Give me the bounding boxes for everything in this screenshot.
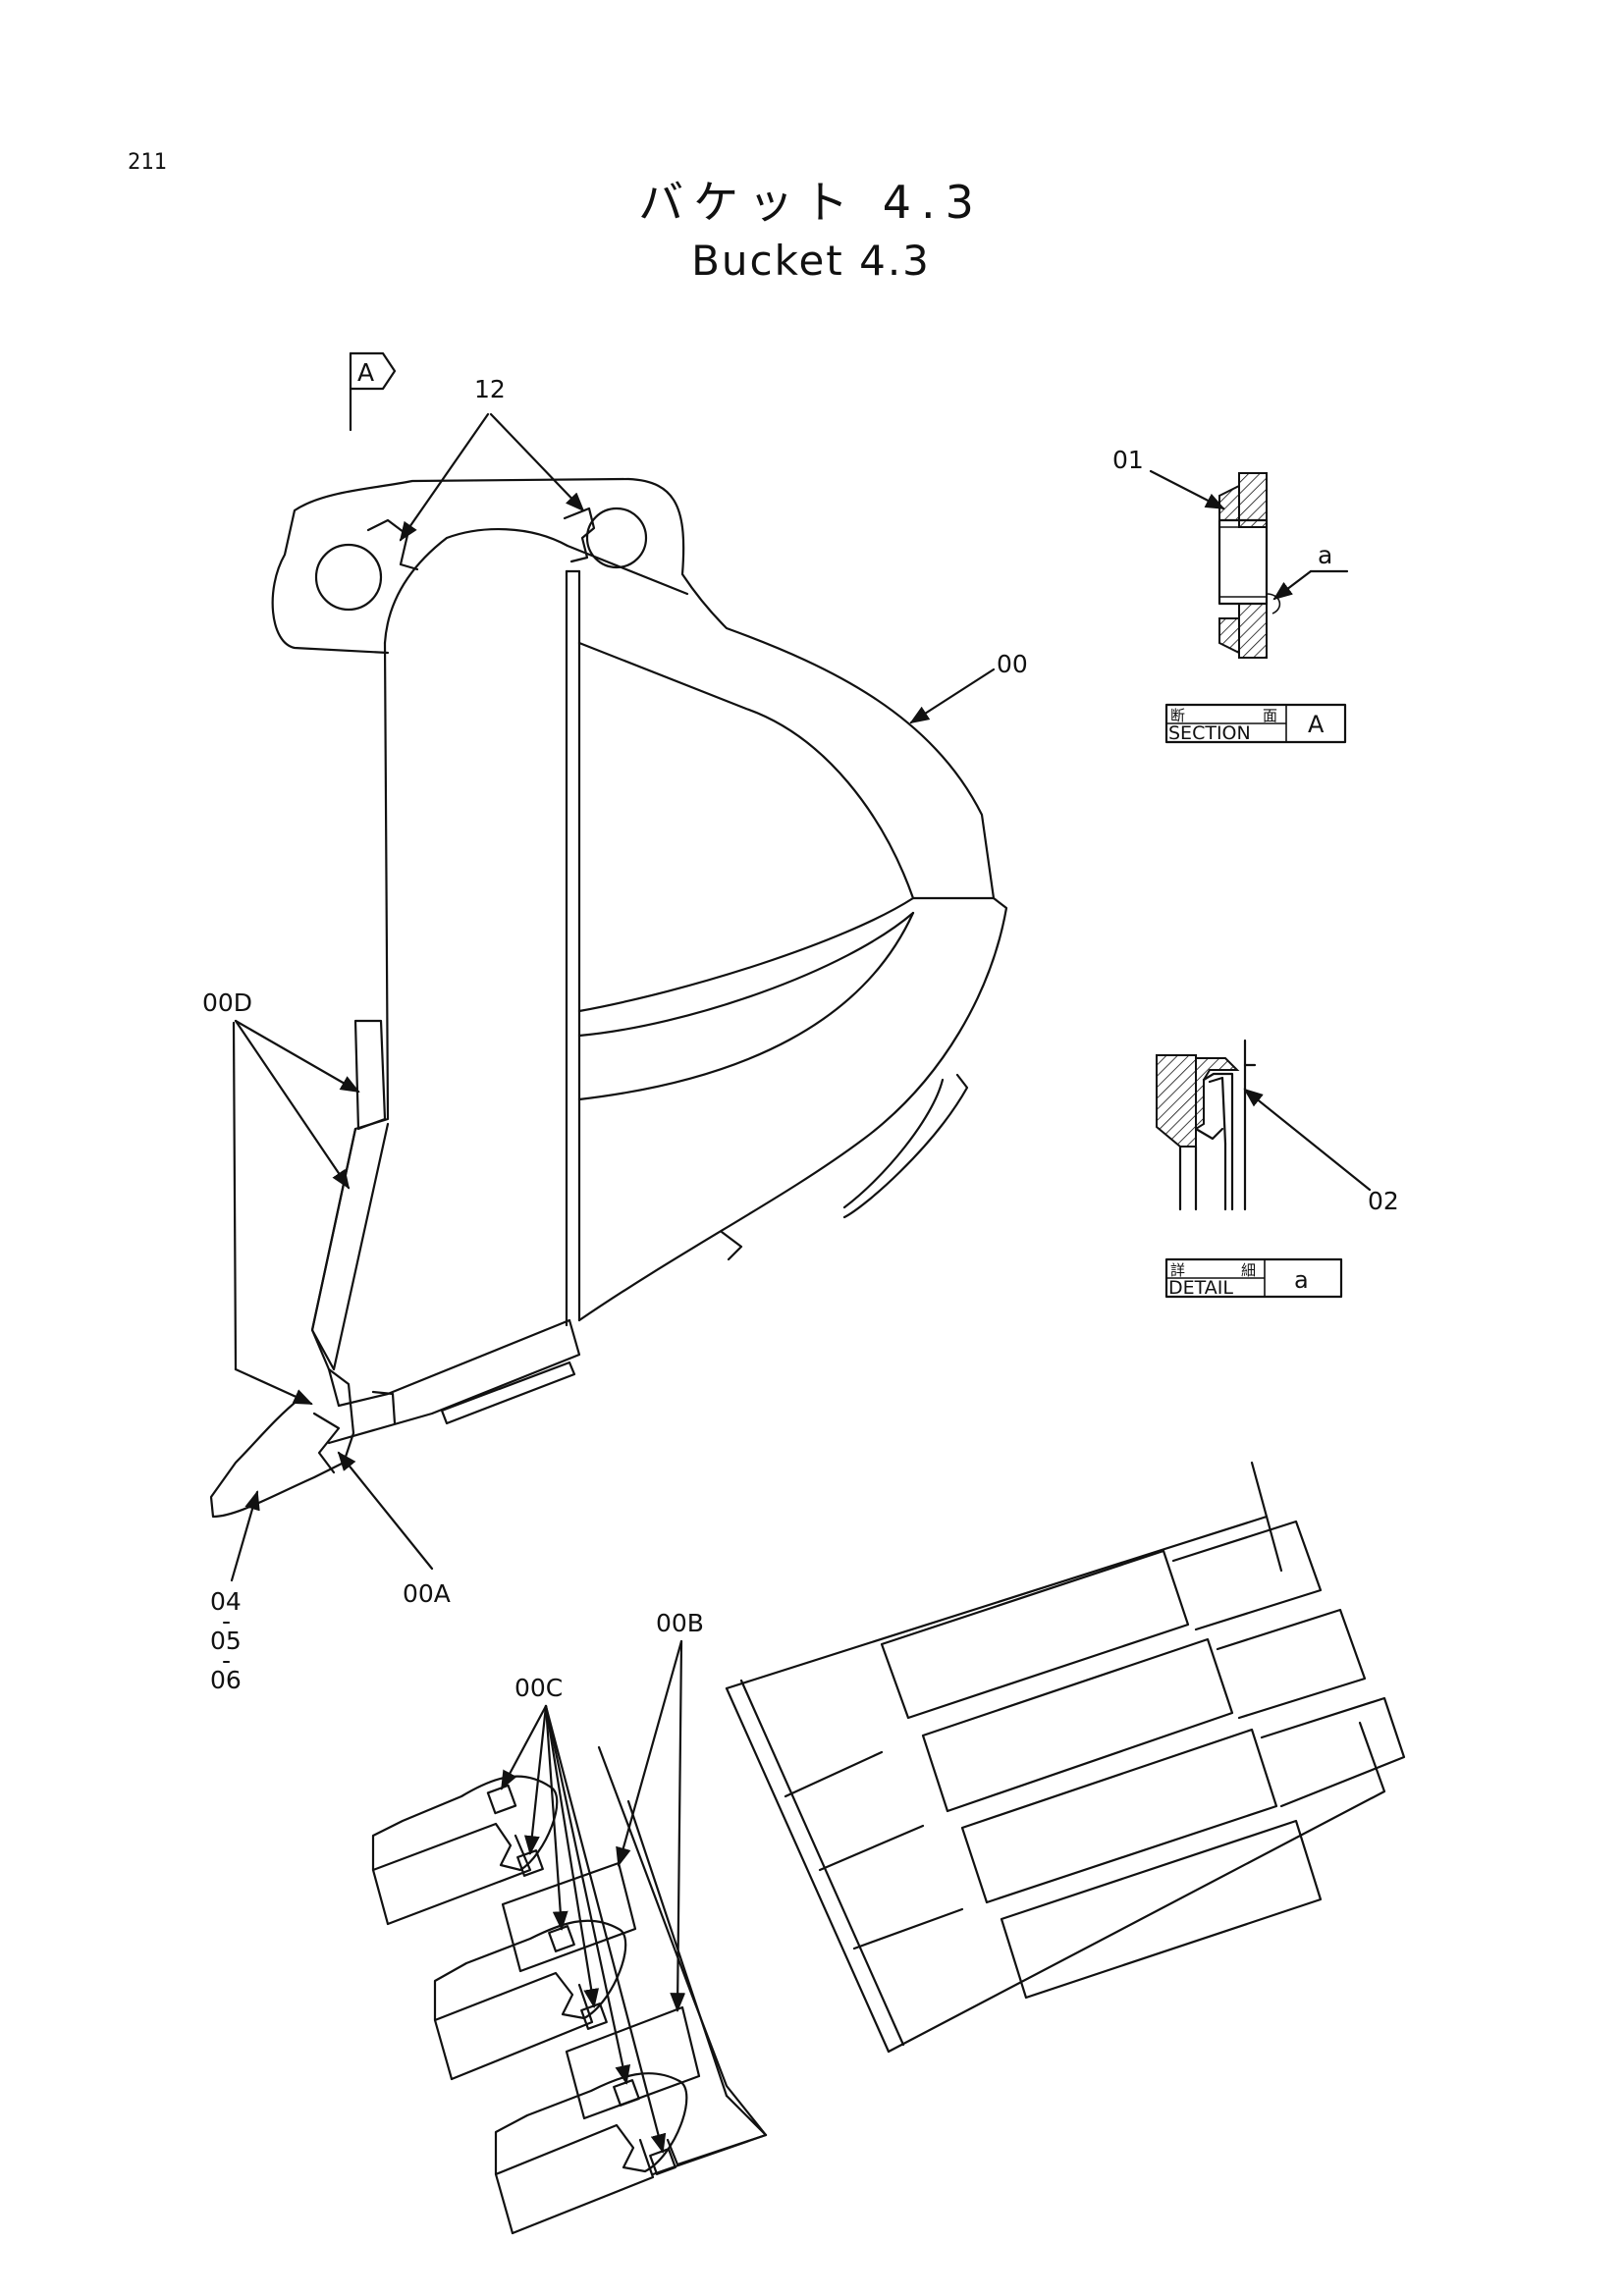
detail-a-label-box: 詳 細 DETAIL a	[1164, 1257, 1343, 1299]
detail-a-view	[1156, 1039, 1257, 1211]
tooth-top	[371, 1775, 559, 1926]
bucket-side-view	[209, 477, 1008, 1519]
callout-00B: 00B	[656, 1609, 704, 1637]
pin-hole-right	[585, 507, 648, 569]
callout-dash-1: -	[222, 1607, 231, 1635]
pin-hole-left	[314, 543, 383, 612]
title-japanese: バケット 4.3	[638, 176, 984, 229]
adapter-block-1	[501, 1861, 637, 1973]
callout-04: 04	[210, 1587, 242, 1616]
callout-00A: 00A	[403, 1579, 451, 1608]
callout-a: a	[1318, 541, 1332, 569]
section-a-label-box: 断 面 SECTION A	[1164, 703, 1347, 744]
callout-12: 12	[474, 375, 506, 403]
view-a-letter: A	[357, 358, 374, 387]
bracket-12-right	[563, 507, 596, 563]
callout-00: 00	[997, 650, 1028, 678]
callout-dash-2: -	[222, 1646, 231, 1675]
detail-letter: a	[1294, 1266, 1309, 1294]
callout-00C: 00C	[514, 1674, 563, 1702]
callout-06: 06	[210, 1666, 242, 1694]
callout-01: 01	[1112, 446, 1144, 474]
callout-00D: 00D	[202, 988, 252, 1017]
detail-en: DETAIL	[1168, 1277, 1233, 1299]
detail-jp-1: 詳	[1170, 1261, 1185, 1279]
section-jp-1: 断	[1170, 707, 1185, 724]
title-english: Bucket 4.3	[691, 237, 931, 285]
teeth-arrangement-view	[371, 1461, 1406, 2235]
adapter-block-2	[565, 2005, 701, 2120]
page-number: 211	[128, 150, 167, 175]
callout-02: 02	[1368, 1187, 1399, 1215]
section-letter: A	[1308, 711, 1325, 738]
tooth-middle	[433, 1919, 627, 2081]
section-en: SECTION	[1168, 722, 1251, 744]
detail-jp-2: 細	[1241, 1261, 1256, 1279]
section-jp-2: 面	[1263, 707, 1277, 724]
callout-04-05-06: 04 - 05 - 06	[210, 1587, 242, 1694]
callout-05: 05	[210, 1627, 242, 1655]
view-a-marker: A	[349, 351, 397, 432]
section-a-view	[1217, 472, 1281, 659]
